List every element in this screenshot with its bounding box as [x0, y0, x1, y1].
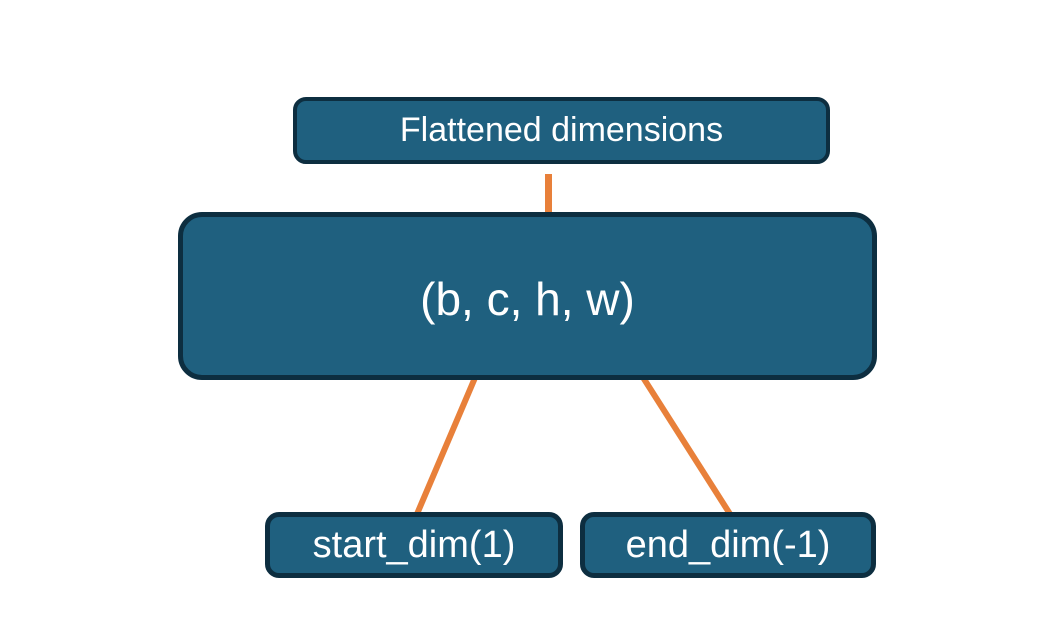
node-start-dim: start_dim(1): [265, 512, 563, 578]
end-dim-label: end_dim(-1): [625, 523, 831, 566]
node-flattened-dimensions: Flattened dimensions: [293, 97, 830, 164]
start-dim-arrow-line: [414, 357, 486, 516]
flattened-dimensions-label: Flattened dimensions: [399, 111, 724, 149]
node-tensor-shape: (b, c, h, w): [178, 212, 877, 380]
end-dim-arrow-line: [627, 355, 733, 516]
start-dim-label: start_dim(1): [312, 523, 516, 566]
node-end-dim: end_dim(-1): [580, 512, 876, 578]
tensor-shape-label: (b, c, h, w): [420, 273, 635, 325]
